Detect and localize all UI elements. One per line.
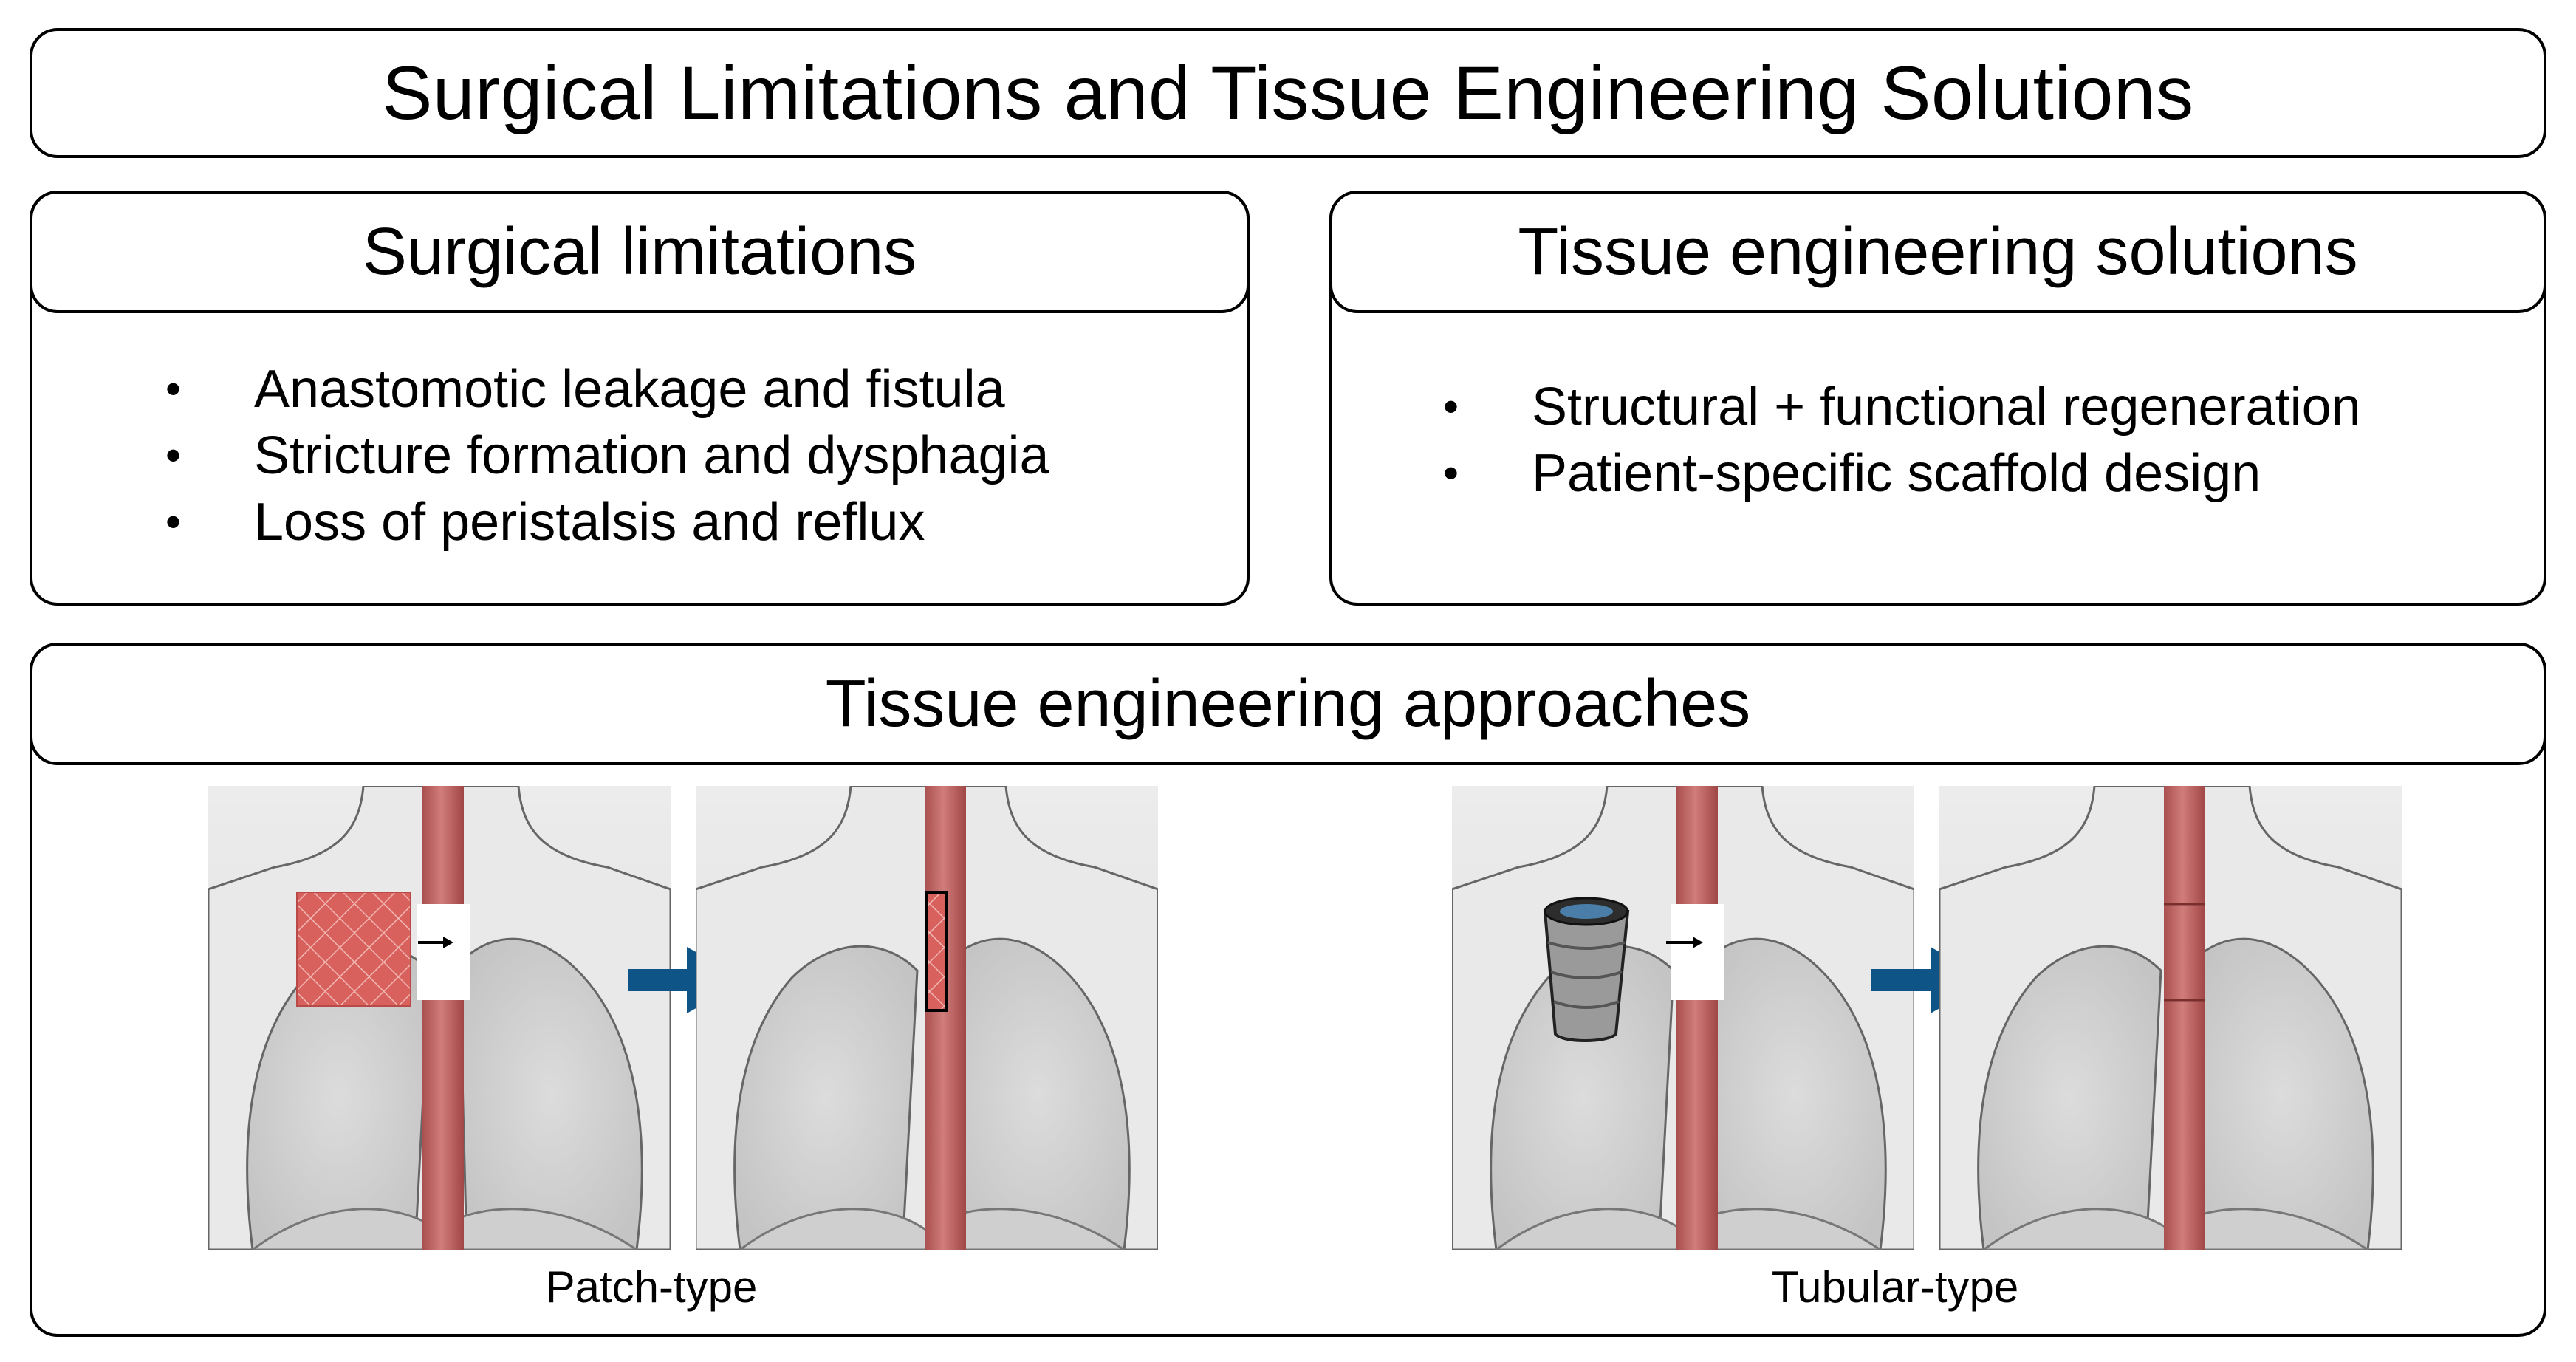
torso-illustration [208, 786, 671, 1250]
list-item: Structural + functional regeneration [1443, 374, 2361, 440]
list-item: Anastomotic leakage and fistula [165, 356, 1049, 422]
list-item: Patient-specific scaffold design [1443, 440, 2361, 507]
main-title-box: Surgical Limitations and Tissue Engineer… [30, 28, 2546, 158]
torso-illustration [696, 786, 1158, 1250]
surgical-limitations-heading: Surgical limitations [362, 214, 917, 289]
list-item: Stricture formation and dysphagia [165, 422, 1049, 489]
solutions-list: Structural + functional regeneration Pat… [1443, 374, 2361, 507]
solutions-panel: Tissue engineering solutions Structural … [1329, 191, 2546, 606]
surgical-limitations-header: Surgical limitations [30, 191, 1250, 313]
torso-illustration [1452, 786, 1914, 1250]
tubular-type-caption: Tubular-type [1771, 1262, 2019, 1312]
tubular-scaffold-icon [1543, 897, 1630, 1042]
list-item: Loss of peristalsis and reflux [165, 489, 1049, 555]
approaches-header: Tissue engineering approaches [30, 643, 2546, 765]
torso-illustration [1939, 786, 2402, 1250]
page-title: Surgical Limitations and Tissue Engineer… [382, 50, 2194, 135]
solutions-heading: Tissue engineering solutions [1518, 214, 2358, 289]
solutions-header: Tissue engineering solutions [1329, 191, 2546, 313]
limitations-list: Anastomotic leakage and fistula Strictur… [165, 356, 1049, 555]
surgical-limitations-panel: Surgical limitations Anastomotic leakage… [30, 191, 1250, 606]
patch-type-caption: Patch-type [545, 1262, 758, 1312]
approaches-heading: Tissue engineering approaches [825, 666, 1751, 741]
